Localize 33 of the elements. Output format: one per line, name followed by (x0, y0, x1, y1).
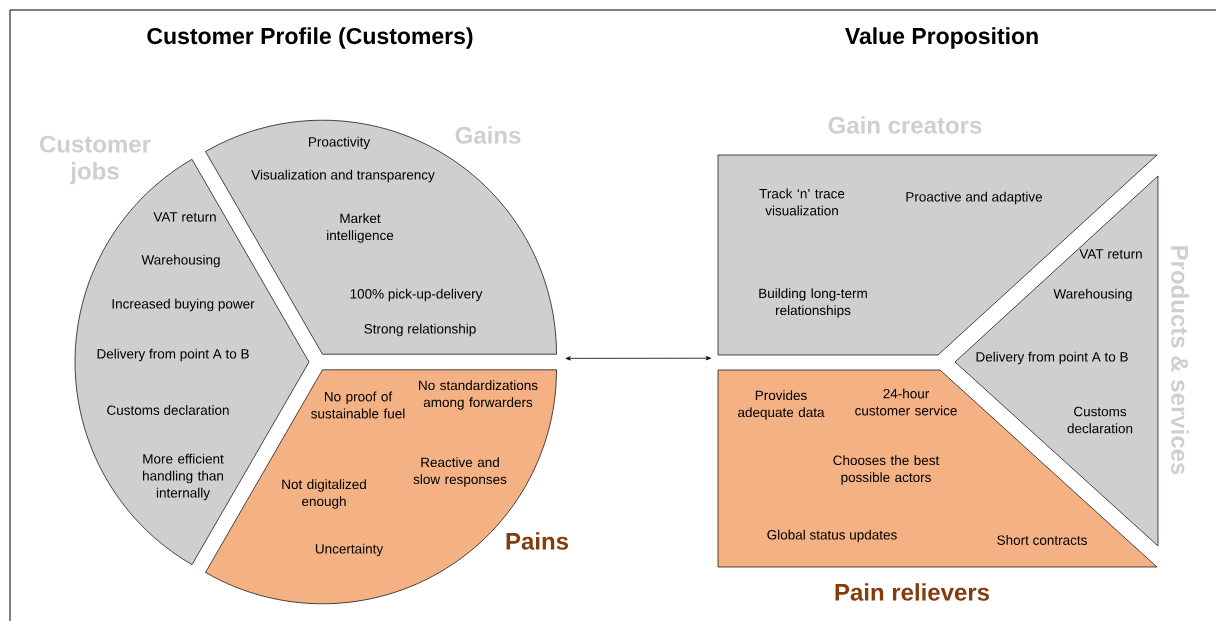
item-text: Global status updates (767, 529, 897, 543)
section-heading: Pains (506, 532, 569, 550)
item-text: Customs declaration (1067, 406, 1133, 434)
item-text: Short contracts (997, 535, 1087, 545)
item-text: Delivery from point A to B (976, 351, 1128, 365)
item-text: Proactive and adaptive (906, 191, 1043, 205)
item-text: 24-hour customer service (855, 388, 957, 416)
item-text: Increased buying power (112, 298, 255, 312)
item-text: 100% pick-up-delivery (350, 288, 483, 302)
item-text: Reactive and slow responses (413, 457, 507, 487)
item-text: Warehousing (141, 254, 220, 268)
item-text: No proof of sustainable fuel (311, 391, 405, 419)
item-text: Provides adequate data (738, 390, 825, 420)
item-text: No standardizations among forwarders (419, 380, 538, 410)
section-heading: Pain relievers (835, 583, 990, 601)
title: Customer Profile (Customers) (147, 27, 473, 49)
item-text: Warehousing (1053, 288, 1132, 302)
item-text: Building long-term relationships (759, 288, 867, 318)
item-text: Market intelligence (327, 213, 394, 243)
title: Value Proposition (845, 27, 1038, 49)
item-text: Chooses the best possible actors (833, 455, 940, 485)
item-text: More efficient handling than internally (143, 453, 224, 501)
item-text: Customs declaration (107, 405, 229, 415)
arrow (565, 356, 712, 361)
item-text: VAT return (1079, 249, 1142, 259)
item-text: Visualization and transparency (251, 169, 435, 183)
item-text: VAT return (153, 212, 216, 222)
item-text: Not digitalized enough (282, 479, 366, 509)
item-text: Proactivity (309, 136, 371, 150)
item-text: Strong relationship (364, 323, 476, 337)
item-text: Track ‘n’ trace visualization (759, 188, 845, 216)
item-text: Delivery from point A to B (97, 348, 249, 362)
item-text: Uncertainty (315, 543, 384, 557)
